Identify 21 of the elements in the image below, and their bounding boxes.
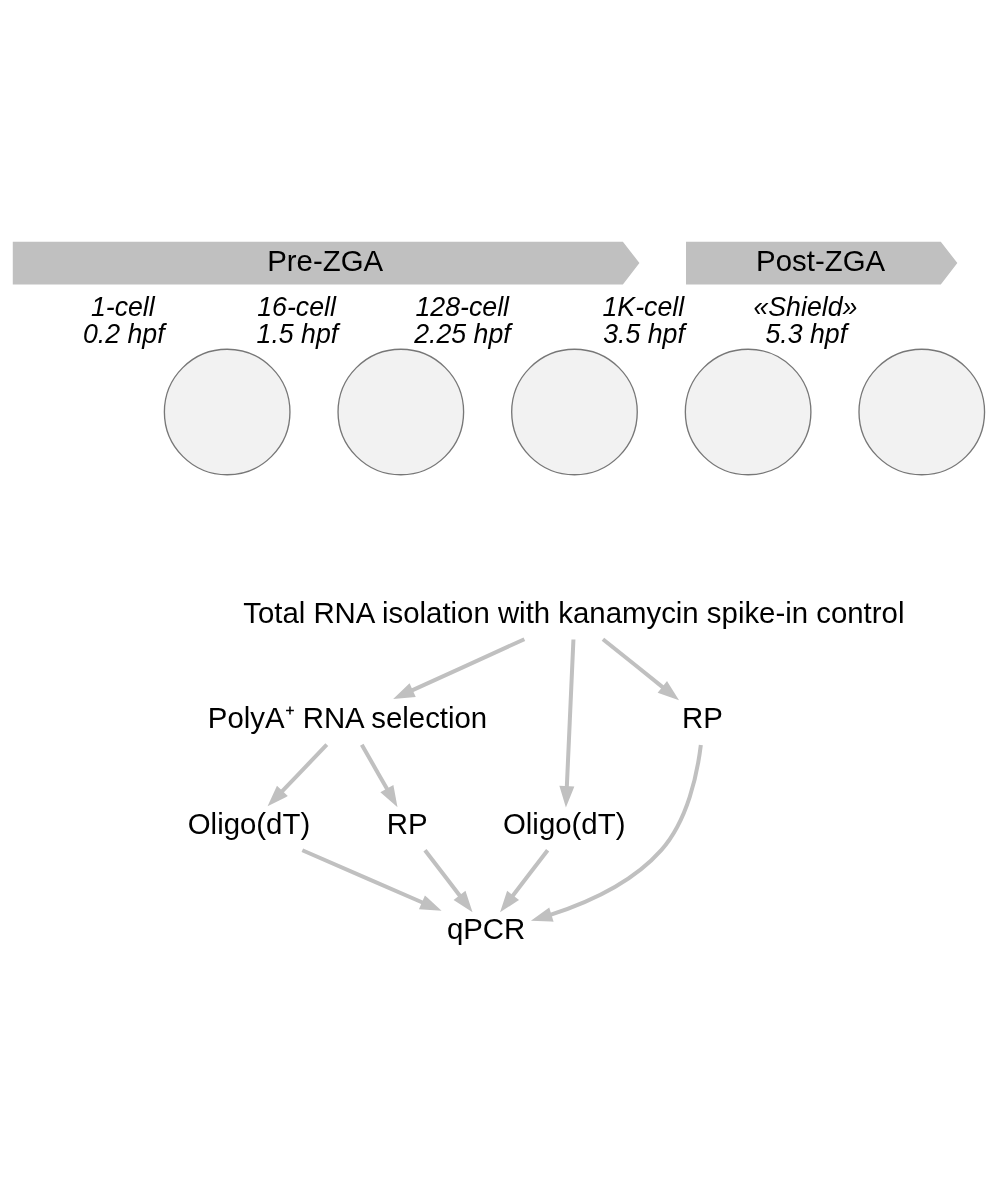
node-text: Oligo(dT) (187, 806, 311, 840)
node-text: qPCR (446, 912, 526, 946)
arrow (601, 637, 680, 701)
arrow (423, 849, 473, 913)
arrow (360, 743, 398, 808)
node-circle (511, 348, 638, 476)
arrow (500, 849, 550, 913)
node-circle (163, 348, 291, 476)
node-text: Oligo(dT) (503, 806, 626, 840)
node-circle (337, 348, 465, 476)
node-circle (684, 348, 812, 476)
node-text: PolyA⁺ RNA selection (207, 701, 488, 735)
arrow (559, 639, 576, 808)
node-text: RP (682, 701, 723, 735)
node-circle (858, 348, 986, 476)
arrow (301, 848, 442, 911)
node-text: Total RNA isolation with kanamycin spike-in control (243, 595, 905, 629)
arrow (267, 743, 329, 807)
arrow (393, 637, 526, 699)
node-text: RP (386, 806, 428, 840)
arrow (530, 744, 703, 922)
